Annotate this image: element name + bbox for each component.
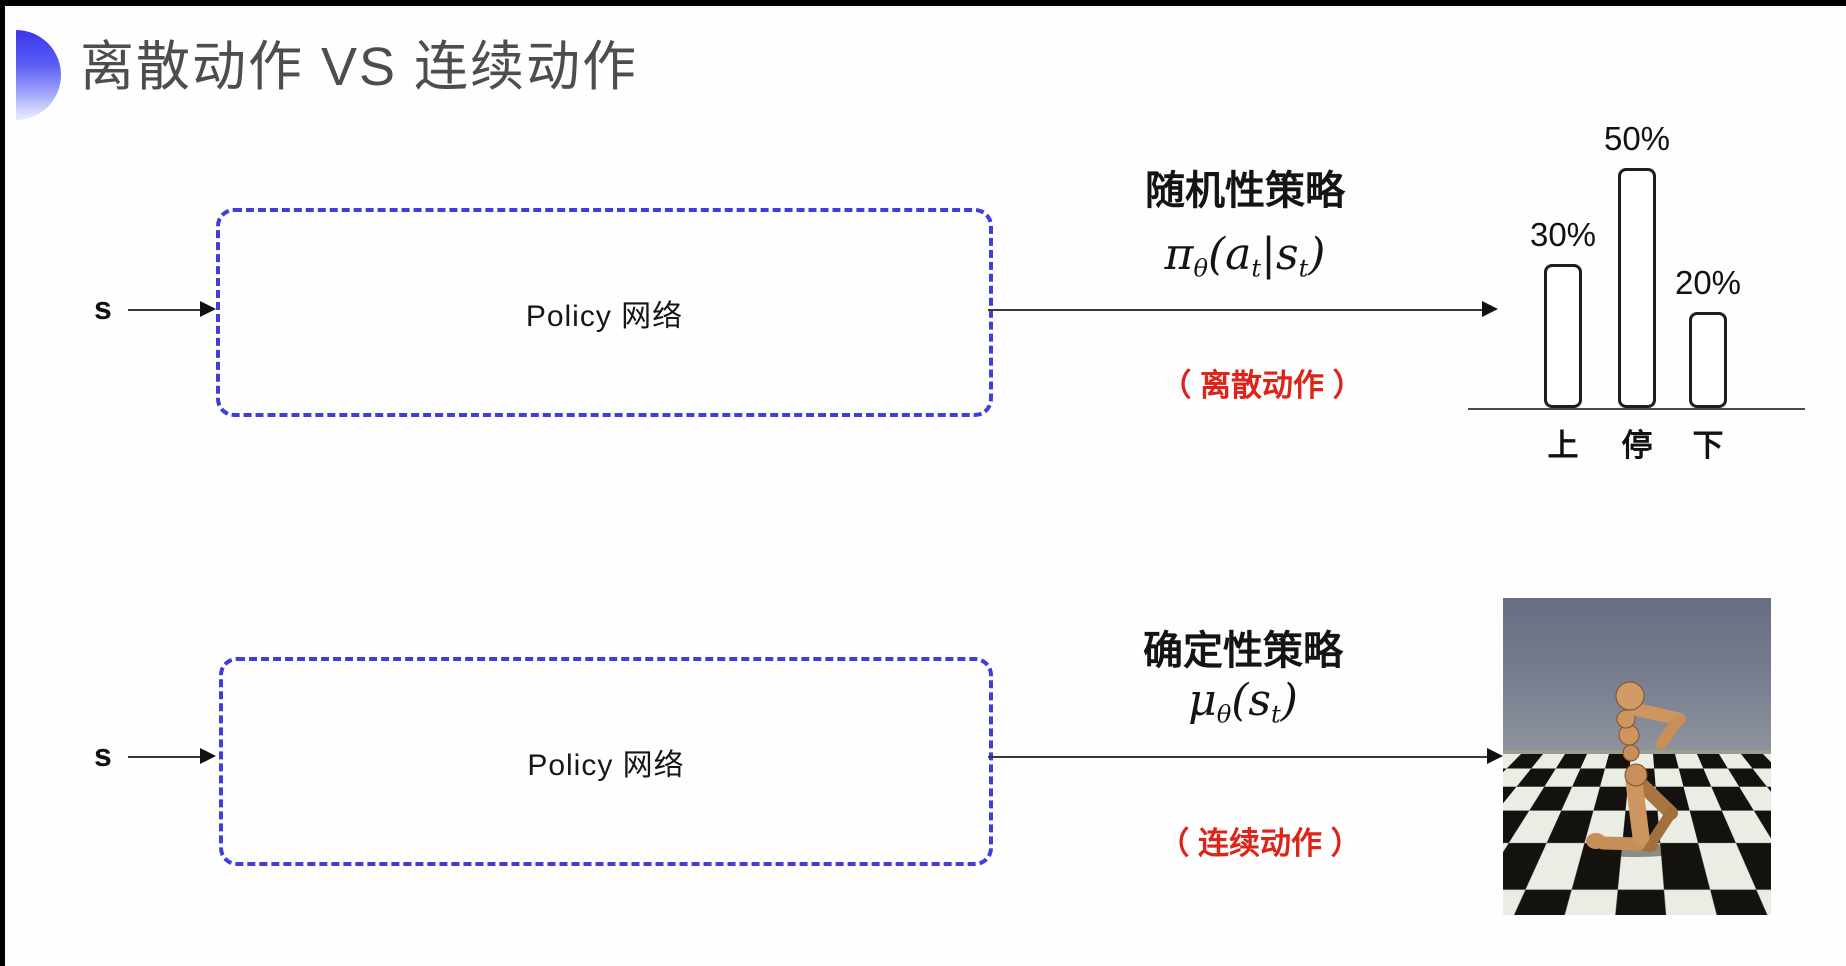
bar bbox=[1618, 168, 1656, 408]
humanoid-simulation-image bbox=[1503, 598, 1771, 915]
policy-network-label-top: Policy 网络 bbox=[525, 299, 684, 333]
action-probability-bar-chart: 30% 上 50% 停 20% 下 bbox=[1468, 108, 1813, 463]
formula-open-a: (a bbox=[1208, 229, 1252, 280]
bar-category-label: 下 bbox=[1692, 428, 1724, 463]
deterministic-policy-formula: μθ(st) bbox=[1093, 675, 1393, 729]
formula-t-sub: t bbox=[1251, 254, 1262, 283]
formula-pi: π bbox=[1164, 229, 1194, 280]
title-bullet-decoration bbox=[16, 30, 61, 120]
continuous-action-note: （ 连续动作 ） bbox=[1158, 826, 1362, 861]
bar-group: 20% bbox=[1658, 264, 1758, 408]
arrow-line-top-out bbox=[988, 309, 1484, 311]
bar-category-label: 上 bbox=[1547, 428, 1579, 463]
arrowhead-top-in-icon bbox=[200, 301, 216, 317]
arrowhead-bottom-in-icon bbox=[200, 748, 216, 764]
bar-group: 30% bbox=[1513, 216, 1613, 408]
bar-category-label: 停 bbox=[1621, 428, 1653, 463]
bar bbox=[1689, 312, 1727, 408]
formula-mu: μ bbox=[1188, 675, 1217, 726]
policy-network-box-top: Policy 网络 bbox=[216, 208, 993, 417]
chart-baseline bbox=[1468, 408, 1805, 410]
arrow-line-top-in bbox=[128, 309, 202, 311]
formula-close2: ) bbox=[1280, 675, 1298, 726]
stochastic-policy-title: 随机性策略 bbox=[1145, 169, 1345, 213]
bar bbox=[1544, 264, 1582, 408]
formula-bar-s: |s bbox=[1261, 229, 1299, 280]
arrow-line-bottom-in bbox=[128, 756, 202, 758]
arrowhead-bottom-out-icon bbox=[1487, 748, 1503, 764]
arrow-line-bottom-out bbox=[988, 756, 1487, 758]
formula-t-sub3: t bbox=[1271, 700, 1281, 729]
stochastic-policy-formula: πθ(at|st) bbox=[1095, 229, 1395, 283]
humanoid-robot-figure bbox=[1586, 681, 1686, 857]
bar-value-label: 20% bbox=[1674, 264, 1742, 301]
policy-network-box-bottom: Policy 网络 bbox=[219, 657, 993, 866]
formula-close: ) bbox=[1308, 229, 1326, 280]
formula-theta-sub2: θ bbox=[1216, 700, 1232, 729]
arrowhead-top-out-icon bbox=[1482, 301, 1498, 317]
deterministic-policy-title: 确定性策略 bbox=[1143, 629, 1343, 673]
frame-top-border bbox=[0, 0, 1846, 6]
page-title: 离散动作 VS 连续动作 bbox=[80, 37, 639, 97]
formula-t-sub2: t bbox=[1298, 254, 1309, 283]
policy-network-label-bottom: Policy 网络 bbox=[527, 748, 685, 782]
bar-group: 50% bbox=[1587, 120, 1687, 408]
frame-left-border bbox=[0, 0, 5, 966]
formula-open-s: (s bbox=[1231, 675, 1271, 726]
state-input-label-bottom: s bbox=[94, 737, 112, 773]
state-input-label-top: s bbox=[94, 290, 112, 326]
formula-theta-sub: θ bbox=[1193, 254, 1209, 283]
bar-value-label: 50% bbox=[1603, 120, 1671, 157]
discrete-action-note: （ 离散动作 ） bbox=[1160, 368, 1364, 403]
bar-value-label: 30% bbox=[1529, 216, 1597, 253]
